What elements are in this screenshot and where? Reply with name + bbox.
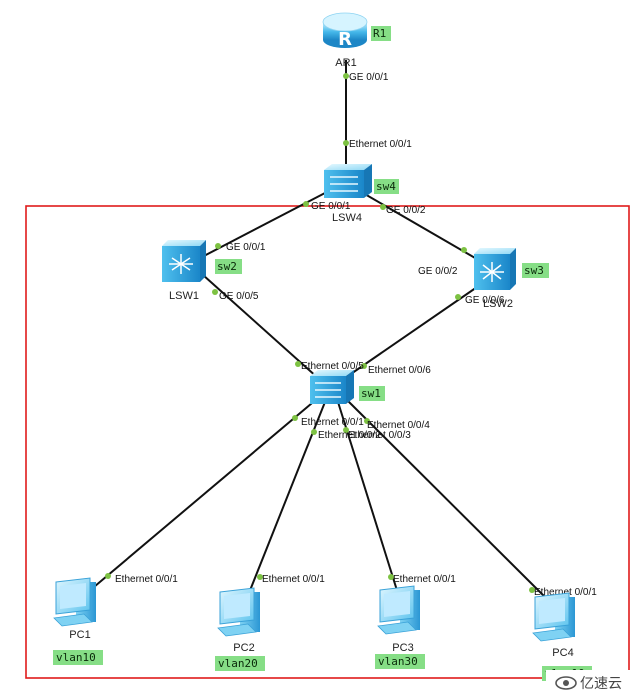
router-icon: R xyxy=(322,12,368,50)
port-dot xyxy=(380,204,386,210)
device-tag xyxy=(374,179,399,194)
watermark-text: 亿速云 xyxy=(580,676,622,692)
device-tag xyxy=(359,386,385,401)
switch-icon xyxy=(324,164,372,198)
device-tag-text: R1 xyxy=(373,27,386,40)
device-sw3[interactable]: LSW2 sw3 xyxy=(474,248,549,310)
link-sw1-pc3[interactable] xyxy=(337,401,401,601)
svg-text:R: R xyxy=(338,29,352,50)
port-label: GE 0/0/1 xyxy=(311,201,351,212)
port-dot xyxy=(303,201,309,207)
port-label: Ethernet 0/0/1 xyxy=(393,574,456,585)
port-dot xyxy=(364,418,370,424)
device-name: PC2 xyxy=(233,642,254,654)
device-name: LSW4 xyxy=(332,212,362,224)
device-name: AR1 xyxy=(335,57,356,69)
device-name: LSW2 xyxy=(483,298,513,310)
link-sw1-pc1[interactable] xyxy=(87,397,319,593)
port-dot xyxy=(105,573,111,579)
device-name: PC4 xyxy=(552,647,573,659)
watermark: 亿速云 xyxy=(546,670,642,694)
port-dot xyxy=(343,427,349,433)
port-dot xyxy=(388,574,394,580)
port-label: GE 0/0/6 xyxy=(465,295,505,306)
port-dot xyxy=(292,415,298,421)
port-dot xyxy=(461,247,467,253)
port-labels: GE 0/0/1 Ethernet 0/0/1 GE 0/0/1 GE 0/0/… xyxy=(115,72,597,598)
port-dot xyxy=(311,429,317,435)
port-label: Ethernet 0/0/6 xyxy=(368,365,431,376)
link-sw1-pc4[interactable] xyxy=(344,397,549,601)
port-dot xyxy=(295,361,301,367)
device-name: LSW1 xyxy=(169,290,199,302)
link-sw3-sw1[interactable] xyxy=(344,284,481,379)
port-dot xyxy=(343,73,349,79)
port-label: GE 0/0/2 xyxy=(386,205,426,216)
switch-icon xyxy=(474,248,516,290)
pc-icon xyxy=(377,585,420,635)
device-pc2[interactable]: PC2 vlan20 xyxy=(215,587,265,671)
area-frame xyxy=(25,205,630,679)
device-tag-text: vlan30 xyxy=(378,655,418,668)
port-label: GE 0/0/1 xyxy=(226,242,266,253)
port-label: Ethernet 0/0/4 xyxy=(367,420,430,431)
device-tag-text: vlan20 xyxy=(218,657,258,670)
device-pc4[interactable]: PC4 vlan10 xyxy=(532,592,592,681)
device-tag xyxy=(375,654,425,669)
cloud-logo-icon xyxy=(555,676,577,690)
device-r1[interactable]: R AR1 R1 xyxy=(322,12,391,69)
device-pc3[interactable]: PC3 vlan30 xyxy=(375,585,425,669)
port-label: Ethernet 0/0/1 xyxy=(262,574,325,585)
device-tag-text: sw3 xyxy=(524,264,544,277)
device-tag xyxy=(522,263,549,278)
port-label: Ethernet 0/0/1 xyxy=(301,417,364,428)
switch-icon xyxy=(162,240,206,282)
port-dot xyxy=(215,243,221,249)
pc-icon xyxy=(532,592,575,642)
port-label: Ethernet 0/0/2 xyxy=(318,430,381,441)
switch-icon xyxy=(310,370,354,404)
port-dot xyxy=(343,140,349,146)
port-dot xyxy=(361,363,367,369)
port-label: Ethernet 0/0/1 xyxy=(115,574,178,585)
port-dots xyxy=(105,73,535,593)
port-dot xyxy=(455,294,461,300)
device-name: PC3 xyxy=(392,642,413,654)
port-dot xyxy=(212,289,218,295)
port-label: GE 0/0/5 xyxy=(219,291,259,302)
device-tag xyxy=(371,26,391,41)
port-dot xyxy=(529,587,535,593)
device-tag xyxy=(53,650,103,665)
port-label: Ethernet 0/0/5 xyxy=(301,361,364,372)
device-name: PC1 xyxy=(69,629,90,641)
port-label: Ethernet 0/0/3 xyxy=(348,430,411,441)
link-sw1-pc2[interactable] xyxy=(244,401,326,604)
port-dot xyxy=(257,574,263,580)
device-pc1[interactable]: PC1 vlan10 xyxy=(53,577,103,665)
port-label: Ethernet 0/0/1 xyxy=(534,587,597,598)
device-sw1[interactable]: sw1 xyxy=(310,370,385,404)
pc-icon xyxy=(53,577,96,627)
device-sw2[interactable]: LSW1 sw2 xyxy=(162,240,242,302)
device-tag-text: sw4 xyxy=(376,180,396,193)
device-tag xyxy=(215,259,242,274)
pc-icon xyxy=(217,587,260,637)
port-label: GE 0/0/2 xyxy=(418,266,458,277)
device-tag-text: sw1 xyxy=(361,387,381,400)
device-tag xyxy=(215,656,265,671)
device-tag-text: vlan10 xyxy=(56,651,96,664)
link-sw2-sw1[interactable] xyxy=(202,274,319,379)
device-sw4[interactable]: LSW4 sw4 xyxy=(324,164,399,224)
device-tag-text: sw2 xyxy=(217,260,237,273)
links xyxy=(87,60,549,604)
port-label: GE 0/0/1 xyxy=(349,72,389,83)
port-label: Ethernet 0/0/1 xyxy=(349,139,412,150)
